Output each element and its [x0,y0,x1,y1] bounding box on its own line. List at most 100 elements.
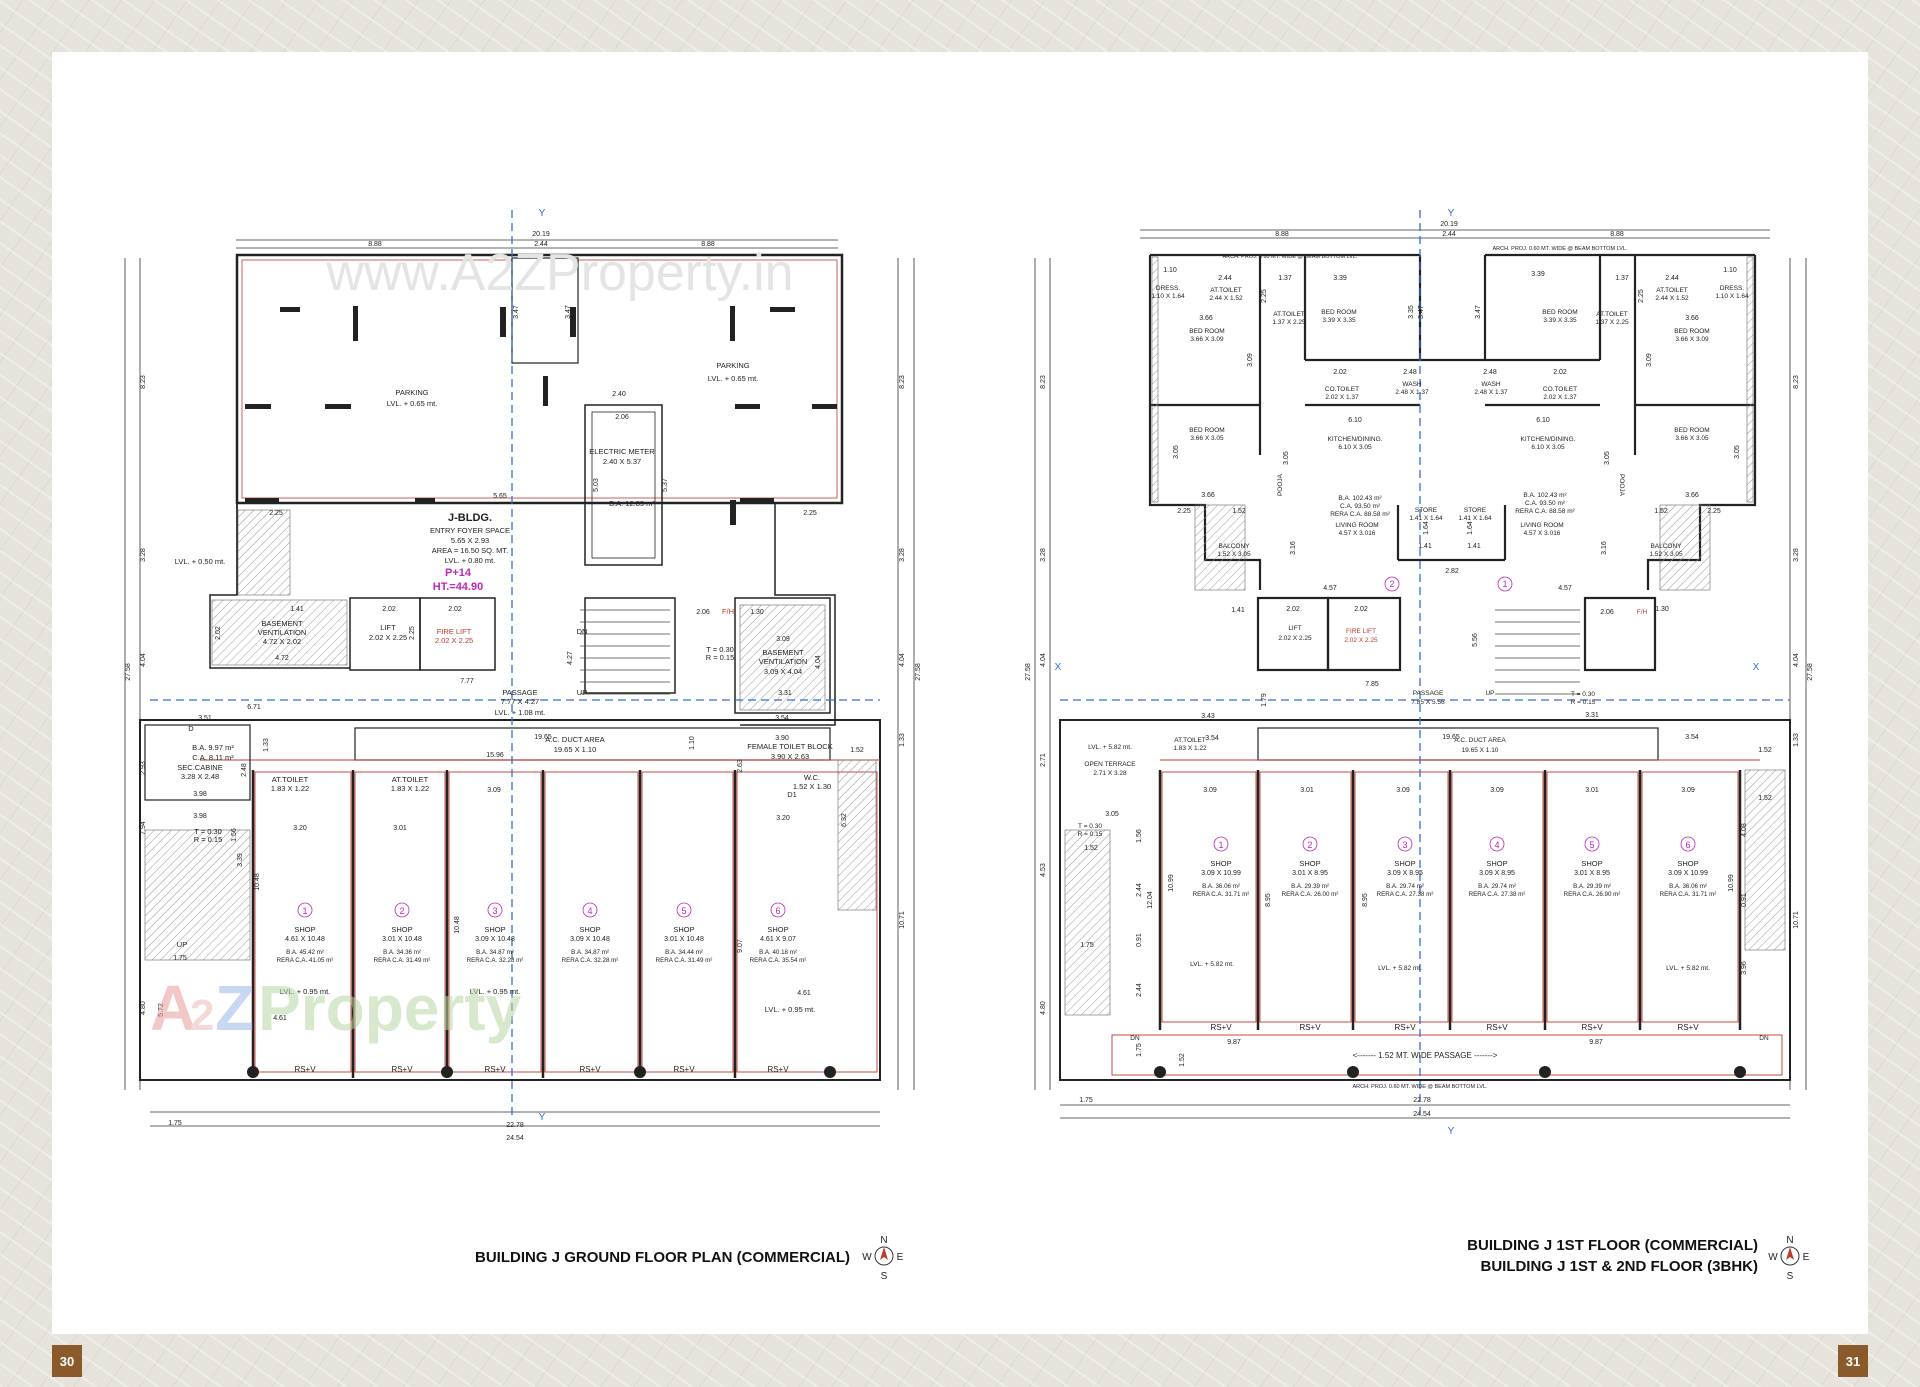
dim: 4.61 [273,1015,287,1022]
shop-built-area: B.A. 29.74 m² [1478,883,1516,890]
dim: 2.44 [1136,883,1143,897]
wash-left-size: 2.48 X 1.37 [1395,389,1429,396]
shop-name: SHOP [1581,859,1602,868]
basement-vent-right-hatch [739,604,826,711]
lvl-582-d: LVL. + 5.82 mt. [1666,965,1710,972]
bed-left-3: BED ROOM [1189,427,1224,434]
shop-built-area: B.A. 29.74 m² [1386,883,1424,890]
ground-plan-title: BUILDING J GROUND FLOOR PLAN (COMMERCIAL… [475,1249,850,1266]
at-toilet-2: AT.TOILET [392,775,429,784]
dim: 3.39 [1333,275,1347,282]
dim: 10.71 [1793,911,1800,929]
dim: 8.23 [1040,375,1047,389]
dim: 3.35 [1408,305,1415,319]
wide-passage: <------- 1.52 MT. WIDE PASSAGE -------> [1353,1051,1498,1060]
central-void [511,257,579,364]
store-left-size: 1.41 X 1.64 [1409,515,1443,522]
wash-right-size: 2.48 X 1.37 [1474,389,1508,396]
dim: 4.61 [797,990,811,997]
at-toilet-2-size: 1.83 X 1.22 [391,784,429,793]
dim: 3.39 [237,853,244,867]
first-fire-hydrant: F/H [1637,609,1648,616]
basement-right-label: BASEMENT [762,648,804,657]
female-toilet-label: FEMALE TOILET BLOCK [747,742,832,751]
dress-right: DRESS. [1720,285,1744,292]
dim: 1.64 [1467,521,1474,535]
dim: 2.02 [448,606,462,613]
sec-label: SEC.CABINE [177,763,222,772]
dim: 1.10 [1163,267,1177,274]
first-dimension-lines [1034,229,1807,1119]
shop-rera-area: RERA C.A. 31.49 m² [656,957,713,964]
dim: 3.90 [775,735,789,742]
dim: 8.95 [1362,893,1369,907]
foyer-area: AREA = 16.50 SQ. MT. [432,546,509,555]
shop-built-area: B.A. 34.44 m² [665,949,703,956]
shop-number-circle [582,902,598,918]
dim: 3.09 [1681,787,1695,794]
brand-word: Property [258,972,522,1044]
basement-right-size: 3.09 X 4.04 [764,667,802,676]
dim: 3.20 [776,815,790,822]
dim: 3.09 [1247,353,1254,367]
dim: 1.56 [1136,829,1143,843]
dim: 1.41 [1231,607,1245,614]
first-left-stair [1064,829,1111,1016]
brand-letter-z: Z [215,972,254,1044]
dim: 3.16 [1290,541,1297,555]
dim: 3.05 [1105,811,1119,818]
dim: 4.04 [140,653,147,667]
shop-rera-area: RERA C.A. 31.71 m² [1660,891,1717,898]
dim: 2.44 [1665,275,1679,282]
shop-name: SHOP [484,925,505,934]
compass-w: W [862,1252,872,1263]
dim: 3.96 [1741,961,1748,975]
dim: 2.48 [1483,369,1497,376]
dim: 19.65 [534,734,552,741]
riser-2: R = 0.15 [194,835,223,844]
shop-frontage-label: RS+V [294,1065,316,1074]
security-cabin [144,724,251,801]
at-toilet-left-size: 2.44 X 1.52 [1209,295,1243,302]
dim: 1.52 [850,747,864,754]
ground-redlines [254,771,878,1073]
wash-left: WASH [1402,381,1422,388]
first-fire-lift-size: 2.02 X 2.25 [1344,637,1378,644]
dim: 9.07 [737,939,744,953]
ground-stair [580,609,670,695]
basement-left-label: BASEMENT [261,619,303,628]
co-toilet-right: CO.TOILET [1543,386,1577,393]
shop-number-circle [1397,836,1413,852]
parking-block-outline [235,253,844,505]
shop-rera-area: RERA C.A. 32.28 m² [467,957,524,964]
dim: 1.56 [231,828,238,842]
compass-e: E [897,1252,904,1263]
dim: 7.94 [140,821,147,835]
ba-left: B.A. 102.43 m² [1338,495,1382,502]
shop-frontage-label: RS+V [579,1065,601,1074]
dim: 3.05 [1734,445,1741,459]
first-stair [1495,609,1580,695]
axis-x-left: X [1055,662,1062,673]
first-passage-label: PASSAGE [1413,690,1444,697]
dim: 1.79 [1261,693,1268,707]
bed-right-1: BED ROOM [1674,328,1709,335]
parking-right-label: PARKING [716,361,749,370]
dim: 3.09 [1490,787,1504,794]
dim: 3.47 [1418,305,1425,319]
first-floor-plan: 20.19 8.88 2.44 8.88 22.78 24.54 1.75 8.… [1025,208,1814,1282]
first-ac-duct [1257,727,1659,761]
up-label: UP [577,688,587,697]
ground-side-stair [144,829,251,961]
fire-lift-label: FIRE LIFT [437,627,472,636]
dim: 4.04 [1040,653,1047,667]
first-at-toilet: AT.TOILET [1174,737,1206,744]
shop-number: 5 [681,906,686,916]
dim: 3.05 [1173,445,1180,459]
shop-number: 4 [1494,840,1499,850]
shop-rera-area: RERA C.A. 27.38 m² [1469,891,1526,898]
dim: 2.48 [1403,369,1417,376]
ground-dimension-lines [124,239,915,1127]
dress-left: DRESS. [1156,285,1180,292]
